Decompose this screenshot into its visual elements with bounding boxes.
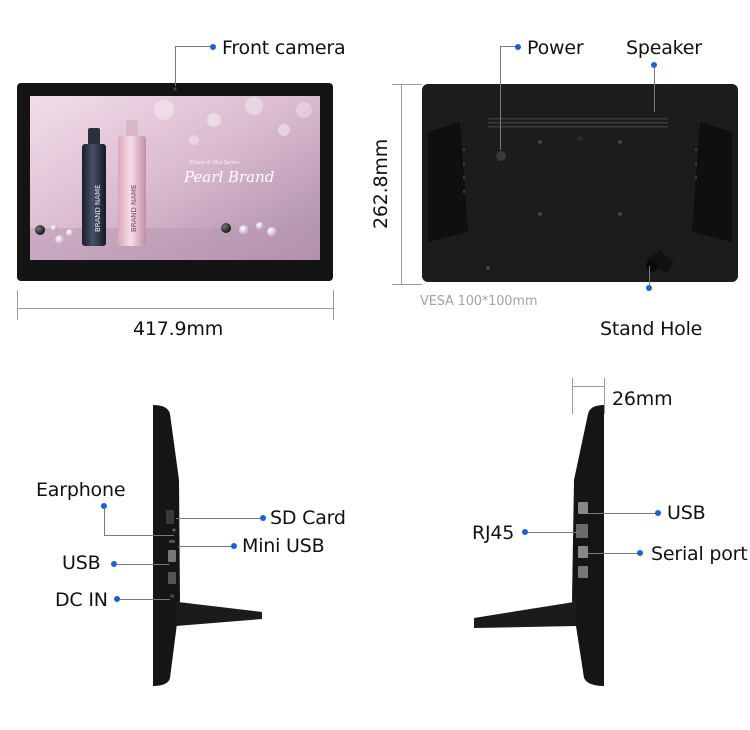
height-dimension-line	[401, 84, 402, 284]
dc-in-dot	[114, 596, 120, 602]
depth-dimension-left	[572, 378, 573, 414]
earphone-label: Earphone	[36, 479, 126, 501]
depth-dimension-label: 26mm	[612, 388, 673, 410]
power-label: Power	[527, 37, 584, 59]
sd-card-label: SD Card	[270, 507, 346, 529]
screen-bottle-label-1: BRAND NAME	[94, 184, 102, 232]
speaker-label: Speaker	[626, 37, 702, 59]
dc-in-label: DC IN	[55, 589, 108, 611]
earphone-leader-h	[104, 535, 174, 536]
sd-card-dot	[260, 515, 266, 521]
left-side-view-device	[153, 405, 262, 686]
mini-usb-label: Mini USB	[242, 535, 325, 557]
height-dimension-label: 262.8mm	[370, 138, 392, 229]
stand-hole-label: Stand Hole	[600, 318, 703, 340]
speaker-leader	[654, 66, 655, 112]
width-dimension-label: 417.9mm	[133, 318, 224, 340]
sd-card-leader	[176, 518, 260, 519]
serial-port-leader	[588, 553, 638, 554]
speaker-dot	[651, 62, 657, 68]
mini-usb-dot	[231, 543, 237, 549]
vesa-label: VESA 100*100mm	[420, 294, 538, 309]
front-camera-leader	[175, 46, 176, 86]
screen-script-title: Pearl Brand	[183, 168, 274, 186]
front-camera-dot	[210, 44, 216, 50]
front-camera-label: Front camera	[222, 37, 346, 59]
front-camera-leader-h	[175, 46, 212, 47]
stand-hole-leader	[649, 266, 650, 286]
depth-dimension-right	[604, 378, 605, 414]
back-view-device	[422, 84, 738, 282]
width-dimension-line	[17, 308, 334, 309]
stand-hole-dot	[646, 285, 652, 291]
serial-port-dot	[637, 550, 643, 556]
right-usb-dot	[655, 510, 661, 516]
earphone-dot	[101, 503, 107, 509]
power-dot	[515, 44, 521, 50]
left-usb-label: USB	[62, 552, 101, 574]
left-usb-leader	[117, 564, 169, 565]
depth-dimension-line	[572, 386, 605, 387]
rj45-dot	[522, 529, 528, 535]
earphone-leader-v	[104, 507, 105, 535]
mini-usb-leader	[178, 546, 232, 547]
dc-in-leader	[120, 599, 170, 600]
right-usb-label: USB	[667, 502, 706, 524]
right-usb-leader	[588, 513, 656, 514]
left-usb-dot	[111, 561, 117, 567]
front-view-device: BRAND NAME BRAND NAME Flavor & Vita Seri…	[17, 83, 333, 281]
screen-script-subtitle: Flavor & Vita Series	[190, 160, 240, 166]
rj45-label: RJ45	[472, 522, 515, 544]
screen-bottle-label-2: BRAND NAME	[130, 184, 138, 232]
serial-port-label: Serial port	[651, 543, 748, 565]
rj45-leader	[528, 532, 580, 533]
right-side-view-device	[474, 405, 604, 686]
power-leader	[500, 46, 501, 150]
